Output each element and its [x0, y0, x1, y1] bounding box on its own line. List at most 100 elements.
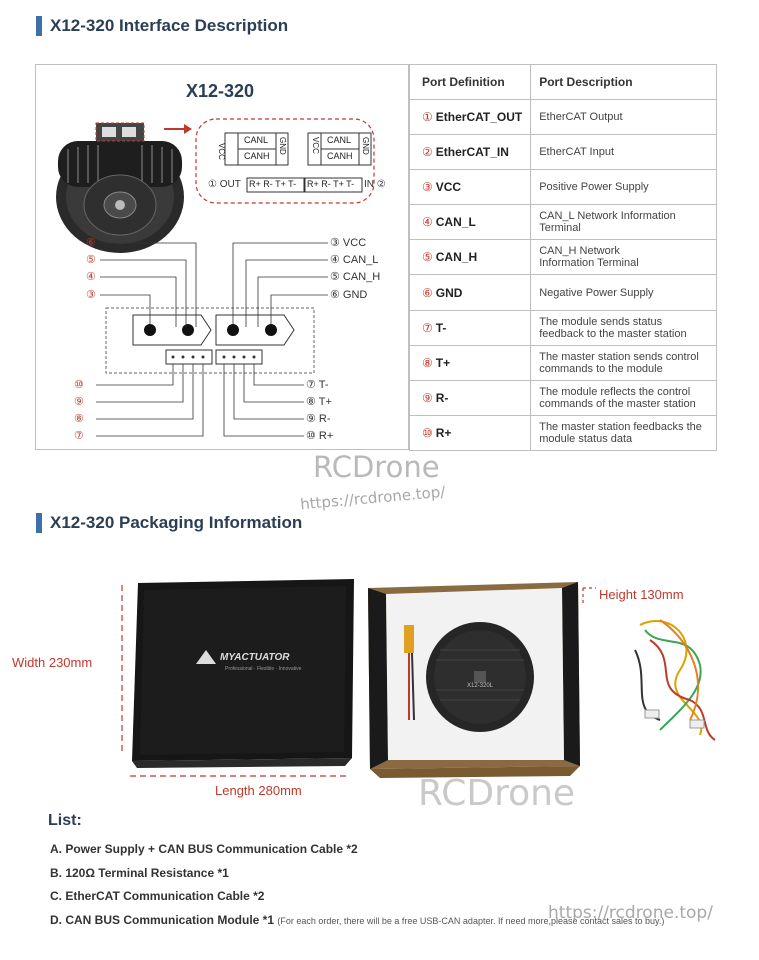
left-num-9: ⑨ [74, 396, 84, 408]
module-outline [105, 307, 315, 374]
right-label-t-minus: ⑦ T- [306, 379, 329, 391]
right-label-r-plus: ⑩ R+ [306, 430, 334, 442]
conn-right-gnd: GND [361, 137, 370, 155]
port-table-header: Port Definition Port Description [408, 64, 717, 100]
row-number: ④ [422, 215, 433, 230]
port-name: T+ [435, 355, 451, 370]
box-tagline: Professional · Flexible · Innovative [225, 666, 302, 672]
open-box-image [368, 582, 580, 778]
header-port-definition: Port Definition [408, 64, 532, 100]
closed-box-image [132, 579, 354, 768]
row-number: ⑤ [422, 250, 433, 265]
port-desc: The master station sends control command… [530, 344, 717, 381]
row-number: ⑨ [422, 390, 433, 405]
wiring-diagram-svg [56, 118, 375, 437]
left-num-10: ⑩ [74, 379, 84, 391]
conn-left-canl: CANL [244, 135, 269, 145]
left-num-6: ⑥ [86, 237, 96, 249]
conn-right-canh: CANH [327, 151, 353, 161]
wiring-diagram: X12-320 VCC CANL CANH GND VCC CANL CANH … [35, 64, 409, 450]
box-logo: MYACTUATOR [196, 650, 289, 664]
right-socket [215, 314, 295, 346]
left-num-4: ④ [86, 271, 96, 283]
cable-bundle-image [634, 619, 716, 741]
port-desc: CAN_H Network Information Terminal [530, 239, 717, 276]
port-desc: EtherCAT Output [530, 98, 717, 136]
port-name: R+ [435, 425, 452, 440]
row-number: ⑩ [422, 425, 433, 440]
conn-left-canh: CANH [244, 151, 270, 161]
conn-left-vcc: VCC [217, 143, 226, 160]
row-number: ⑥ [422, 285, 433, 300]
port-name: CAN_H [435, 250, 478, 265]
length-label: Length 280mm [215, 783, 302, 798]
watermark-url: https://rcdrone.top/ [299, 482, 447, 514]
packaging-title-text: X12-320 Packaging Information [50, 513, 303, 532]
list-item-text: B. 120Ω Terminal Resistance *1 [50, 866, 229, 880]
left-top-leads [100, 242, 197, 327]
row-number: ⑦ [422, 320, 433, 335]
in-label: IN ② [364, 179, 386, 190]
header-port-description: Port Description [530, 64, 717, 100]
title-accent-bar [36, 16, 42, 36]
left-num-8: ⑧ [74, 413, 84, 425]
port-desc: Negative Power Supply [530, 274, 717, 311]
list-title: List: [48, 812, 82, 829]
row-number: ② [422, 145, 433, 160]
width-label: Width 230mm [12, 655, 93, 670]
watermark-brand-2: RCDrone [418, 773, 576, 814]
left-pin-header [165, 349, 213, 365]
list-item: C. EtherCAT Communication Cable *2 [50, 889, 264, 903]
left-num-3: ③ [86, 289, 96, 301]
box-logo-text: MYACTUATOR [220, 651, 290, 663]
motor-label: X12-320L [467, 683, 494, 689]
list-item-text: A. Power Supply + CAN BUS Communication … [50, 842, 358, 856]
port-name: CAN_L [435, 215, 476, 230]
out-connector [224, 132, 289, 166]
brand-logo-icon [196, 650, 216, 664]
interface-title-text: X12-320 Interface Description [50, 16, 289, 35]
in-connector [307, 132, 372, 166]
port-desc: The module reflects the control commands… [530, 379, 717, 416]
list-item: A. Power Supply + CAN BUS Communication … [50, 842, 358, 856]
conn-right-vcc: VCC [311, 137, 320, 154]
port-name: VCC [435, 180, 462, 195]
port-name: EtherCAT_OUT [435, 110, 523, 125]
right-label-vcc: ③ VCC [330, 237, 367, 249]
port-desc: The master station feedbacks the module … [530, 414, 717, 451]
right-label-r-minus: ⑨ R- [306, 413, 331, 425]
right-label-gnd: ⑥ GND [330, 289, 368, 301]
title-accent-bar [36, 513, 42, 533]
port-desc: Positive Power Supply [530, 169, 717, 206]
port-desc: CAN_L Network Information Terminal [530, 204, 717, 241]
packaging-section-title: X12-320 Packaging Information [36, 513, 302, 533]
list-item-text: C. EtherCAT Communication Cable *2 [50, 889, 265, 903]
list-item-text: D. CAN BUS Communication Module *1 [50, 913, 275, 927]
port-name: R- [435, 390, 449, 405]
watermark-brand: RCDrone [313, 450, 440, 484]
watermark-url-2: https://rcdrone.top/ [548, 903, 713, 923]
in-pin-box [304, 177, 363, 193]
conn-right-canl: CANL [327, 135, 352, 145]
port-name: GND [435, 285, 463, 300]
motor-illustration [56, 122, 184, 253]
list-item-note: (For each order, there will be a free US… [277, 916, 665, 926]
out-pins-label: R+ R- T+ T- [249, 179, 297, 189]
out-label: ① OUT [208, 179, 241, 190]
left-bottom-leads [96, 364, 204, 437]
right-label-t-plus: ⑧ T+ [306, 396, 332, 408]
port-name: EtherCAT_IN [435, 145, 509, 160]
in-pins-label: R+ R- T+ T- [307, 179, 355, 189]
left-socket [132, 314, 212, 346]
packaging-illustration [121, 579, 716, 778]
